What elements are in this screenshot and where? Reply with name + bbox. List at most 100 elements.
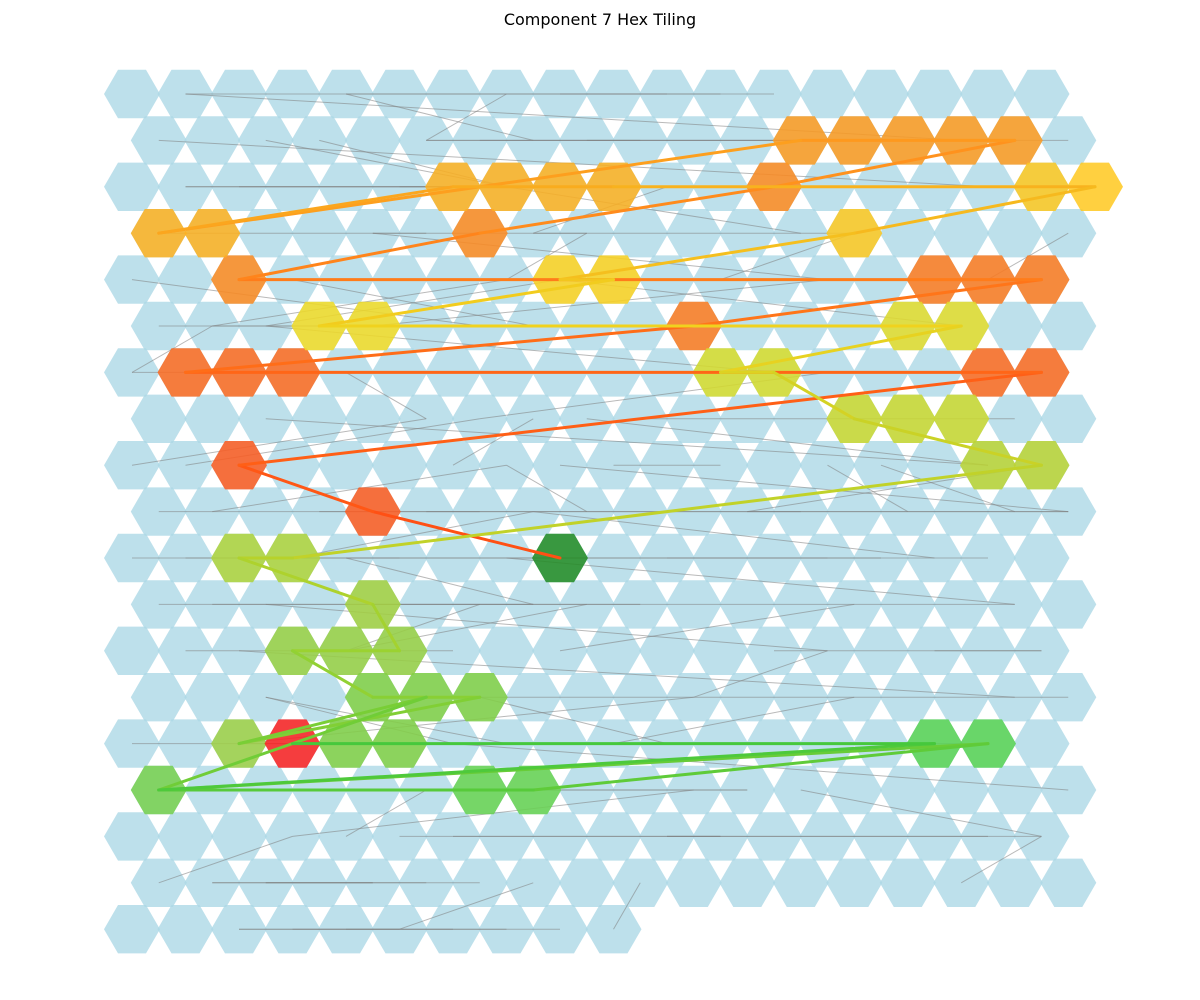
hex-tile bbox=[1040, 673, 1097, 722]
hex-tile bbox=[184, 673, 241, 722]
hex-tile bbox=[104, 626, 160, 675]
hex-tile bbox=[344, 394, 401, 443]
background-path-segment bbox=[292, 511, 534, 559]
hex-tile bbox=[1040, 209, 1097, 258]
background-path-segment bbox=[345, 371, 427, 420]
main-path-segment bbox=[291, 649, 375, 699]
hex-tile bbox=[612, 858, 669, 907]
hex-tile bbox=[1040, 580, 1097, 629]
hex-tile bbox=[184, 116, 241, 165]
hex-tile bbox=[157, 812, 214, 861]
hex-tile bbox=[746, 441, 802, 490]
background-path-segment bbox=[506, 557, 1015, 605]
background-path-segment bbox=[586, 418, 989, 466]
hex-tile bbox=[130, 394, 187, 443]
hex-tile bbox=[719, 765, 776, 815]
main-path-segment bbox=[772, 138, 1017, 189]
hex-tile bbox=[157, 255, 214, 304]
background-path-segment bbox=[506, 464, 588, 513]
main-path-segment bbox=[371, 510, 562, 560]
hex-tile bbox=[104, 69, 160, 119]
hex-tile bbox=[986, 394, 1043, 443]
background-path-segment bbox=[399, 882, 534, 930]
main-path-segment bbox=[852, 185, 1097, 235]
hex-tile bbox=[906, 69, 963, 119]
background-path-segment bbox=[693, 650, 828, 698]
hex-tile bbox=[451, 858, 508, 907]
hex-tile bbox=[1040, 858, 1097, 907]
background-path-segment bbox=[345, 557, 534, 605]
hex-tile bbox=[104, 905, 160, 954]
main-path-segment bbox=[719, 324, 963, 374]
background-path-segment bbox=[559, 603, 855, 652]
hex-tile bbox=[1040, 765, 1097, 815]
main-path-segment bbox=[531, 742, 990, 792]
main-path-segment bbox=[157, 185, 455, 235]
main-path-segment bbox=[852, 417, 1043, 467]
hex-tile bbox=[853, 69, 909, 119]
hex-tile bbox=[772, 858, 829, 907]
hex-tile bbox=[104, 255, 160, 304]
main-path-segment bbox=[237, 370, 1043, 467]
hex-tile bbox=[478, 626, 535, 675]
main-path-segment bbox=[558, 231, 856, 282]
hex-tile bbox=[986, 858, 1043, 907]
hex-tile bbox=[879, 209, 936, 258]
background-path-segment bbox=[960, 835, 1042, 884]
background-path-segment bbox=[613, 882, 641, 930]
hex-tile bbox=[211, 812, 267, 861]
hex-tile bbox=[986, 209, 1043, 258]
background-path-segment bbox=[345, 93, 534, 141]
highlighted-hex-tile bbox=[184, 209, 241, 258]
hex-tile bbox=[505, 858, 562, 907]
background-path-segment bbox=[158, 835, 293, 884]
hex-tile bbox=[1040, 394, 1097, 443]
main-path-segment bbox=[692, 278, 1043, 328]
background-path-segment bbox=[880, 464, 1015, 513]
hex-tile bbox=[826, 765, 883, 815]
hex-tile bbox=[933, 209, 990, 258]
hex-tile bbox=[879, 765, 936, 815]
main-path-segment bbox=[317, 278, 615, 328]
hex-tile bbox=[1040, 487, 1097, 536]
main-path-segment bbox=[237, 463, 375, 514]
main-path-segment bbox=[237, 695, 428, 746]
highlighted-hex-tile bbox=[933, 394, 990, 443]
hex-tile bbox=[1040, 116, 1097, 165]
hex-tile bbox=[104, 162, 160, 211]
background-path-segment bbox=[827, 464, 909, 513]
background-path-segment bbox=[452, 418, 534, 466]
hex-tile bbox=[184, 394, 241, 443]
background-path-segment bbox=[425, 93, 507, 141]
hex-tile bbox=[986, 580, 1043, 629]
main-path-segment bbox=[237, 231, 482, 282]
hex-tile bbox=[692, 626, 749, 675]
main-path-layer bbox=[157, 138, 1097, 792]
hex-tile bbox=[157, 905, 214, 954]
main-path-segment bbox=[772, 370, 856, 421]
hex-tile bbox=[318, 441, 374, 490]
hex-tile bbox=[344, 116, 401, 165]
hex-tile bbox=[398, 394, 455, 443]
main-path-segment bbox=[184, 324, 696, 374]
hex-tile bbox=[1013, 69, 1070, 119]
hex-tile bbox=[371, 441, 428, 490]
main-path-segment bbox=[291, 463, 1043, 560]
hex-tile bbox=[291, 673, 348, 722]
background-path-segment bbox=[479, 696, 668, 745]
hex-tile bbox=[665, 858, 722, 907]
background-path-segment bbox=[265, 418, 989, 466]
background-path-segment bbox=[559, 464, 1069, 513]
hex-tile bbox=[986, 765, 1043, 815]
hex-tile bbox=[130, 673, 187, 722]
hex-tile bbox=[719, 858, 776, 907]
main-path-segment bbox=[157, 742, 936, 792]
hex-tile bbox=[558, 858, 615, 907]
hex-tile bbox=[291, 394, 348, 443]
background-path-segment bbox=[131, 418, 427, 466]
main-path-segment bbox=[371, 602, 401, 653]
main-path-segment bbox=[237, 556, 375, 606]
hex-tile bbox=[986, 301, 1043, 351]
hex-tile bbox=[104, 812, 160, 861]
